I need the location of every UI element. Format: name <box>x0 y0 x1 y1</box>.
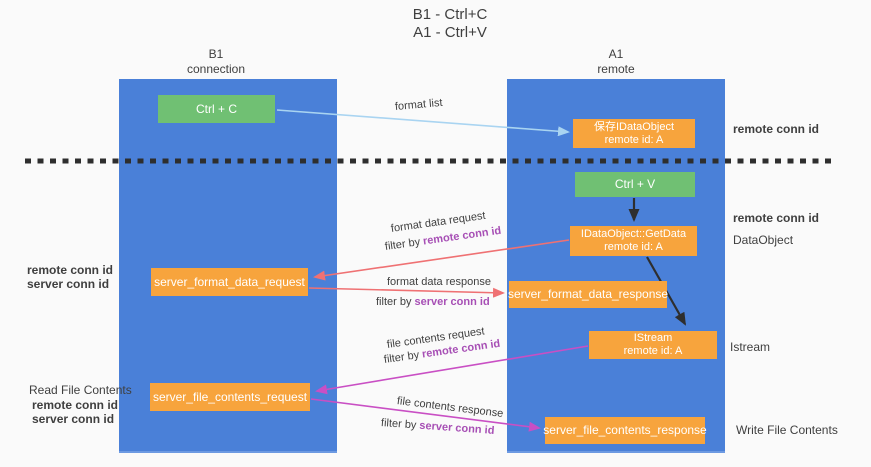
node-server-format-data-request: server_format_data_request <box>151 268 308 296</box>
left-server-conn-id-label: server conn id <box>27 277 110 291</box>
node-istream-remote-id: remote id: A <box>623 345 683 357</box>
lane-label-a1-remote: A1 remote <box>546 47 686 77</box>
lane-label-b1-connection: B1 connection <box>146 47 286 77</box>
node-server-format-data-response: server_format_data_response <box>507 281 669 308</box>
node-server-file-contents-request-label: server_file_contents_request <box>152 389 308 404</box>
node-server-format-data-request-label: server_format_data_request <box>154 274 305 289</box>
lane-a1-sub: remote <box>597 62 635 76</box>
label-format-list: format list <box>394 96 444 113</box>
node-server-file-contents-response: server_file_contents_response <box>543 417 707 444</box>
left-remote-conn-id-label-2: remote conn id <box>32 398 119 412</box>
node-save-idataobject-remote-id: remote id: A <box>604 133 664 146</box>
node-server-file-contents-request: server_file_contents_request <box>150 383 310 411</box>
node-save-idataobject-label: 保存IDataObject <box>593 120 675 133</box>
label-file-contents-response: file contents response <box>396 395 504 420</box>
lane-b1-name: B1 <box>208 47 224 61</box>
arrow-format-data-response <box>308 287 505 298</box>
diagram-title: B1 - Ctrl+C A1 - Ctrl+V <box>300 6 600 42</box>
node-getdata-remote-id: remote id: A <box>604 241 663 253</box>
filter-by-text: filter by <box>383 349 420 366</box>
node-save-idataobject: 保存IDataObject remote id: A <box>573 119 695 148</box>
server-conn-id-text: server conn id <box>414 296 490 308</box>
node-istream-label: IStream <box>633 332 673 344</box>
server-conn-id-text: server conn id <box>418 419 495 437</box>
node-istream: IStream remote id: A <box>589 331 717 359</box>
node-getdata-label: IDataObject::GetData <box>580 228 687 240</box>
read-file-contents-label: Read File Contents <box>29 383 132 397</box>
filter-by-text: filter by <box>376 296 412 308</box>
dataobject-label: DataObject <box>733 233 794 247</box>
right-remote-conn-id-label-mid: remote conn id <box>733 211 820 225</box>
node-ctrl-v: Ctrl + V <box>575 172 695 197</box>
title-line-1: B1 - Ctrl+C <box>412 6 488 23</box>
node-server-format-data-response-label: server_format_data_response <box>507 287 669 301</box>
title-line-2: A1 - Ctrl+V <box>413 24 487 41</box>
istream-label: Istream <box>730 340 771 354</box>
write-file-contents-label: Write File Contents <box>736 423 838 437</box>
left-server-conn-id-label-2: server conn id <box>32 412 115 426</box>
node-ctrl-c-label: Ctrl + C <box>195 101 237 116</box>
node-ctrl-c: Ctrl + C <box>158 95 275 123</box>
lane-b1-sub: connection <box>186 62 246 76</box>
filter-by-text: filter by <box>384 236 421 253</box>
left-remote-conn-id-label: remote conn id <box>27 263 114 277</box>
node-idataobject-getdata: IDataObject::GetData remote id: A <box>570 226 697 256</box>
node-server-file-contents-response-label: server_file_contents_response <box>543 423 707 437</box>
filter-by-text: filter by <box>380 417 417 432</box>
right-remote-conn-id-label-top: remote conn id <box>733 122 820 136</box>
lane-a1-name: A1 <box>608 47 624 61</box>
label-format-data-response: format data response <box>387 276 491 288</box>
node-ctrl-v-label: Ctrl + V <box>614 177 656 191</box>
